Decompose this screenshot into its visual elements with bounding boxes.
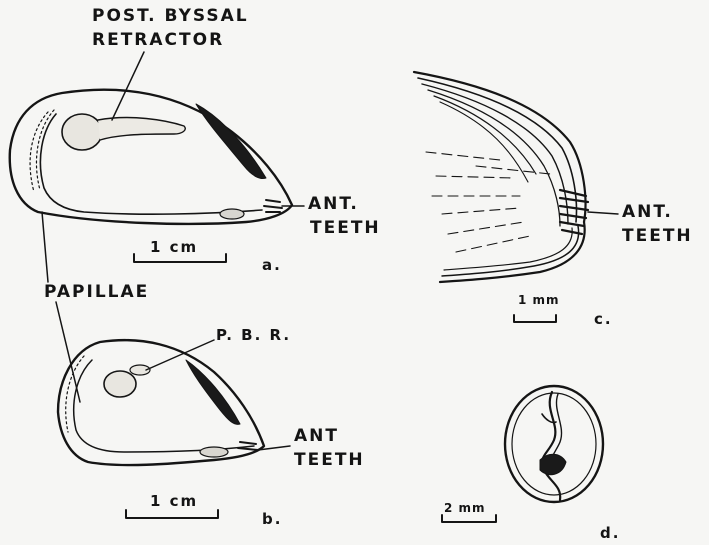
shell-a-dorsal-ligament [196,104,266,179]
label-post-byssal-line1: POST. BYSSAL [92,8,249,25]
label-scale-a: 1 cm [150,240,198,255]
leader-post-byssal [112,52,144,120]
label-ant-teeth-a-line1: ANT. [308,196,359,213]
label-ant-teeth-b-line2: TEETH [294,452,365,469]
shell-a-byssal-retractor [98,118,185,140]
scale-bar-c [514,315,556,322]
label-ant-teeth-c-line2: TEETH [622,228,693,245]
label-ant-teeth-c-line1: ANT. [622,204,673,221]
label-panel-b: b. [262,512,282,527]
shell-a-ant-teeth [264,200,282,212]
shell-a-drawing [10,52,304,262]
scale-bar-d [442,515,496,522]
leader-papillae-1 [42,212,48,282]
label-ant-teeth-a-line2: TEETH [310,220,381,237]
label-pbr: P. B. R. [216,328,291,343]
label-scale-c: 1 mm [518,294,560,306]
shell-a-muscle-scar [62,114,102,150]
label-panel-c: c. [594,312,613,327]
label-ant-teeth-b-line1: ANT [294,428,339,445]
shell-b-outline [58,340,264,465]
detail-c-drawing [414,72,618,322]
label-scale-d: 2 mm [444,502,486,514]
leader-ant-teeth-c [588,212,618,214]
label-post-byssal-line2: RETRACTOR [92,32,224,49]
shell-a-ventral-scar [220,209,244,219]
label-panel-a: a. [262,258,282,273]
scale-bar-b [126,510,218,518]
shell-b-ventral-scar [200,447,228,457]
label-scale-b: 1 cm [150,494,198,509]
label-papillae: PAPILLAE [44,284,149,301]
shell-b-muscle-scar [104,371,136,397]
label-panel-d: d. [600,526,620,541]
